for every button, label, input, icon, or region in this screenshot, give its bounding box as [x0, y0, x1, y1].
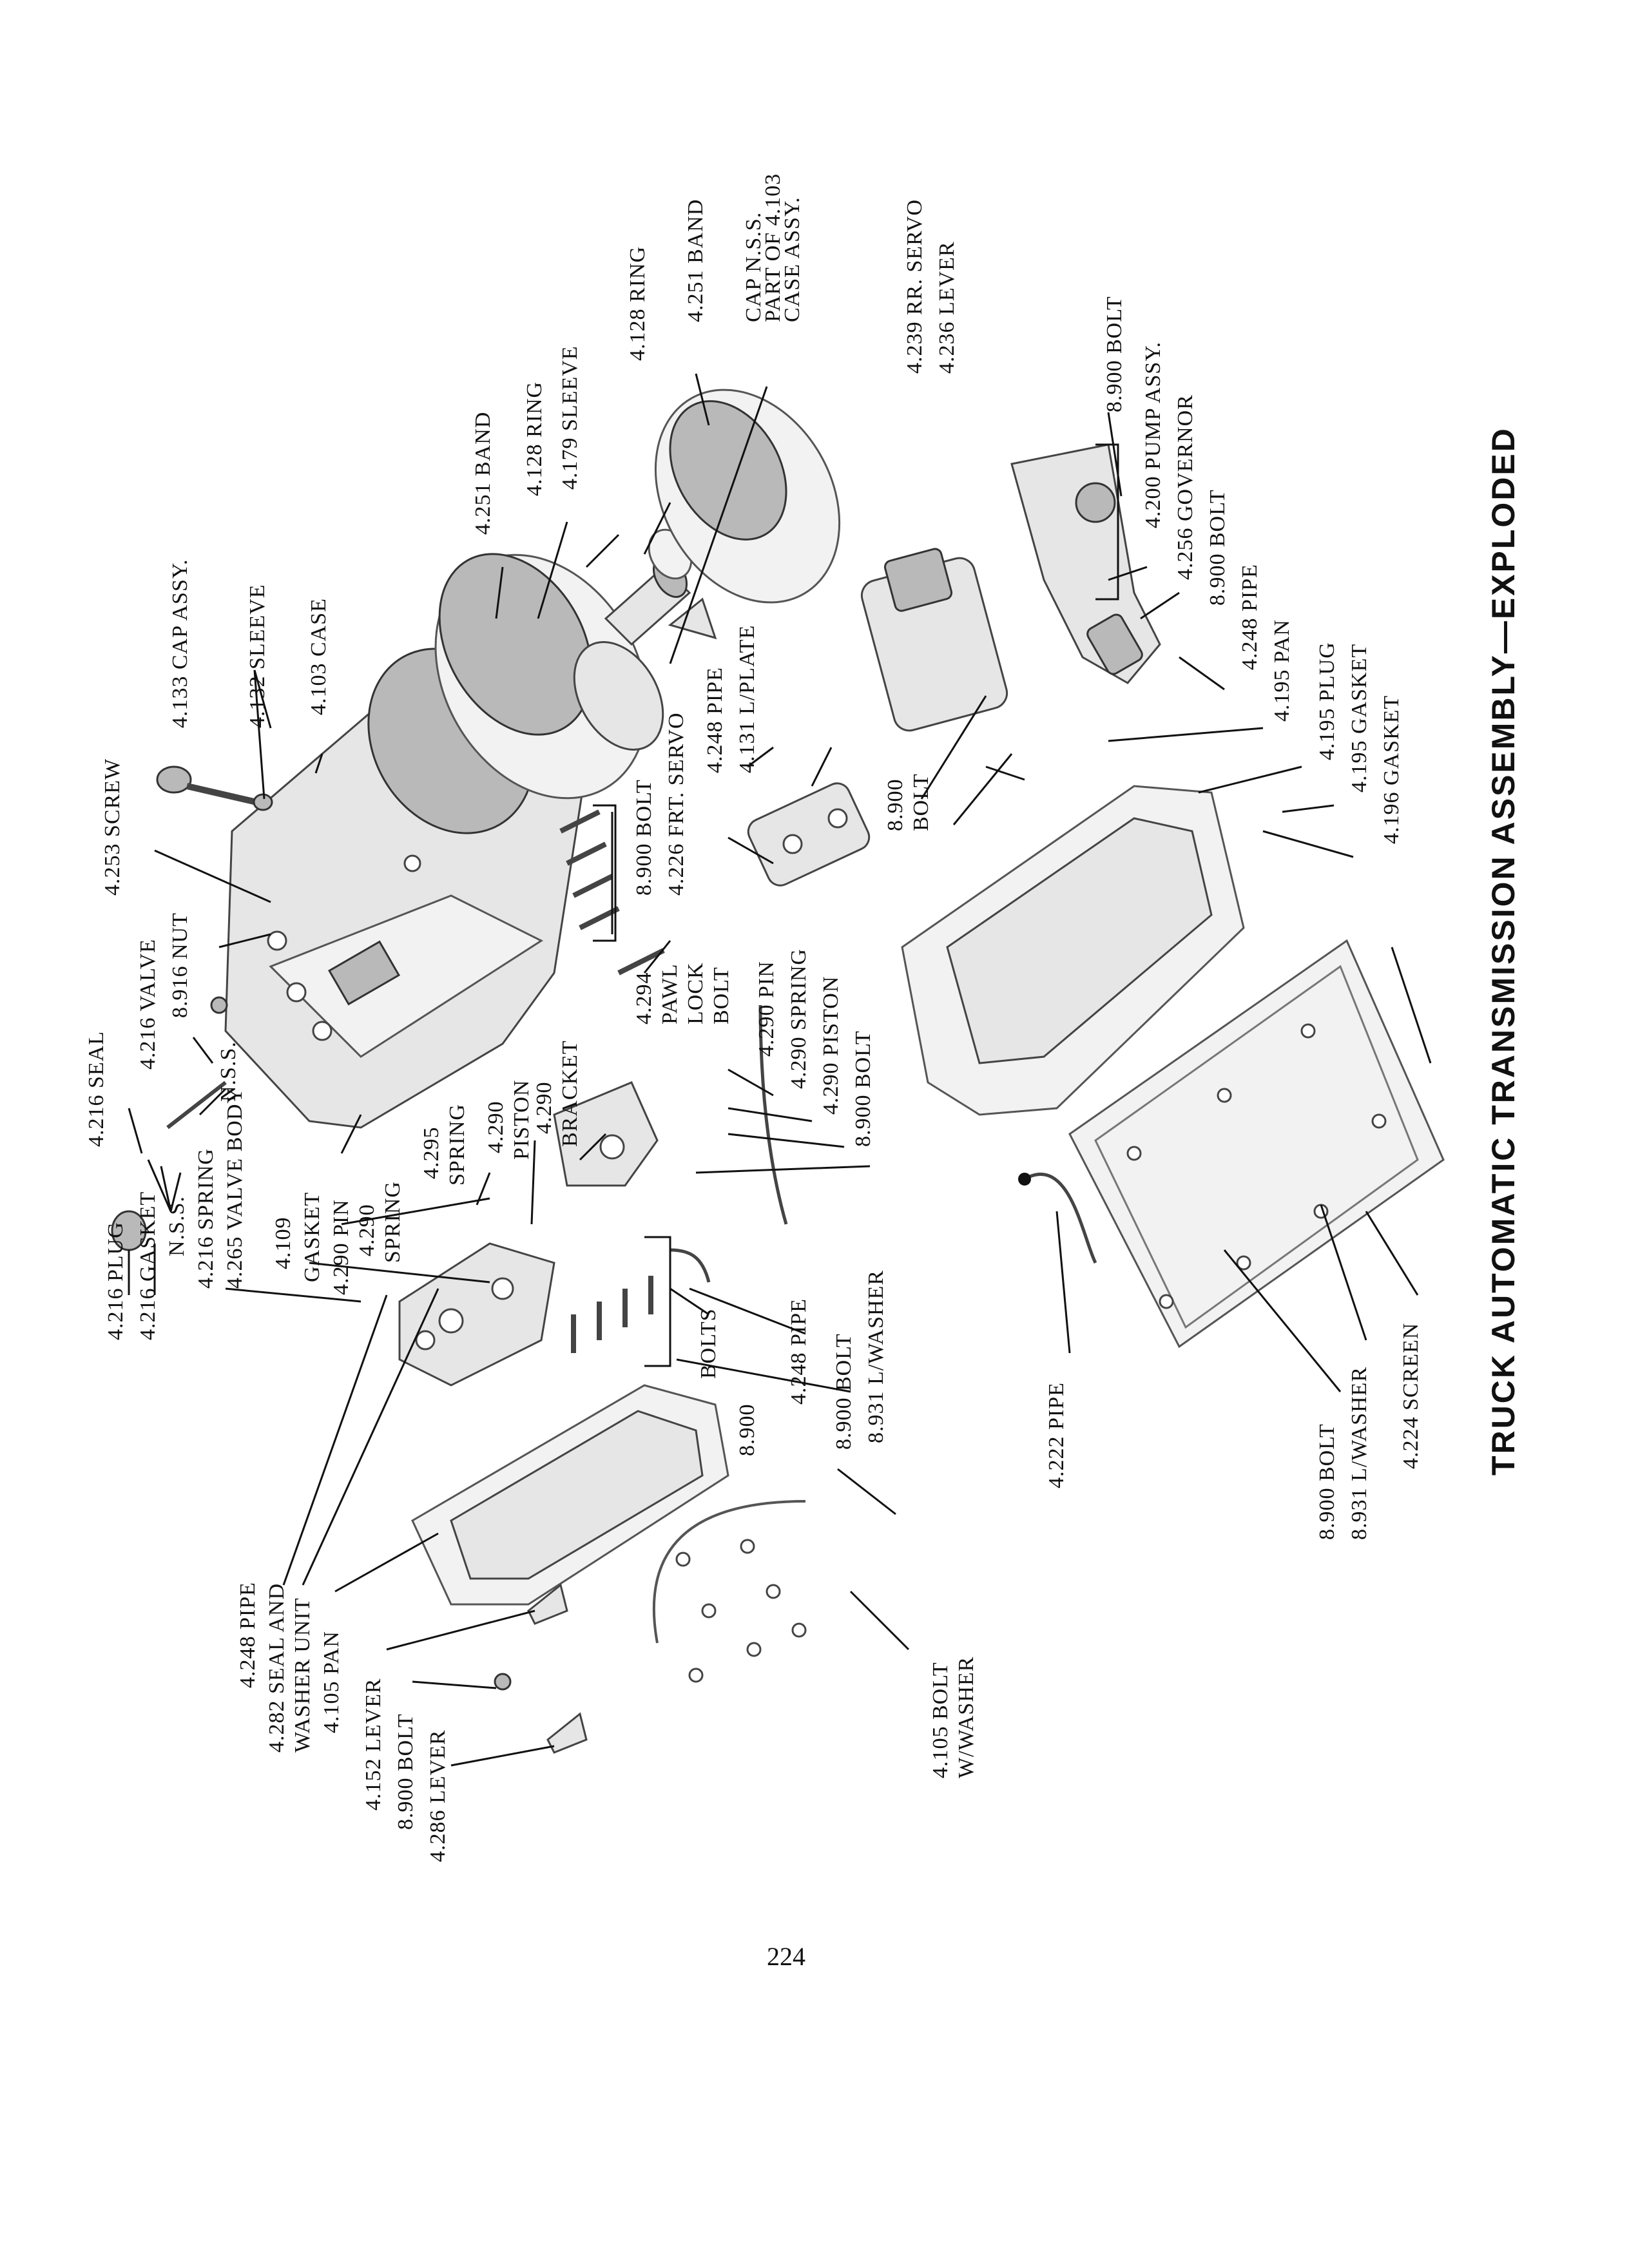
levers: [494, 1583, 588, 1754]
lower-pan: [411, 1384, 729, 1606]
label-4-216-plug: 4.216 PLUG: [104, 1222, 128, 1340]
transmission-case: [224, 648, 601, 1129]
label-4-132-sleeve: 4.132 SLEEVE: [246, 584, 269, 728]
label-gasket: GASKET: [300, 1192, 324, 1282]
label-4-133-cap-assy: 4.133 CAP ASSY.: [168, 559, 192, 728]
illustrations: [111, 389, 1445, 1754]
diagram-title: TRUCK AUTOMATIC TRANSMISSION ASSEMBLY—EX…: [1485, 427, 1521, 1475]
label-4-195-gasket: 4.195 GASKET: [1347, 644, 1371, 793]
label-piston: PISTON: [510, 1080, 534, 1160]
label-4-216-spring: 4.216 SPRING: [194, 1148, 218, 1289]
label-4-105-bolt: 4.105 BOLT: [929, 1662, 952, 1778]
label-4-128-ring-2: 4.128 RING: [626, 246, 650, 361]
label-4-295: 4.295: [419, 1127, 443, 1180]
label-4-290-spring: 4.290 SPRING: [787, 948, 811, 1089]
valve-plug: [111, 996, 228, 1251]
label-4-290-pin-2: 4.290 PIN: [755, 961, 778, 1057]
label-w-washer: W/WASHER: [954, 1657, 978, 1778]
label-4-290-b: 4.290: [484, 1101, 508, 1154]
page-number: 224: [767, 1942, 805, 1971]
label-8-900-a: 8.900: [883, 779, 907, 832]
label-lock: LOCK: [684, 962, 708, 1024]
label-bolt-2: BOLT: [909, 773, 933, 831]
label-4-290-c: 4.290: [532, 1082, 556, 1135]
label-4-109: 4.109: [271, 1217, 295, 1270]
front-drum: [434, 553, 664, 800]
leader-lines: [128, 373, 1432, 1767]
label-4-222-pipe: 4.222 PIPE: [1045, 1382, 1068, 1488]
label-4-248-pipe-2: 4.248 PIPE: [1238, 564, 1262, 670]
label-4-251-band: 4.251 BAND: [471, 412, 495, 535]
label-4-128-ring: 4.128 RING: [523, 381, 546, 496]
label-8-900-bolt-6: 8.900 BOLT: [1315, 1423, 1339, 1540]
label-8-900-bolt-1: 8.900 BOLT: [632, 779, 656, 896]
pipes: [670, 1004, 1097, 1283]
label-4-195-pan: 4.195 PAN: [1270, 619, 1294, 722]
label-8-916-nut: 8.916 NUT: [168, 912, 192, 1018]
label-8-900-bolts: 8.900: [735, 1404, 759, 1457]
label-4-196-gasket: 4.196 GASKET: [1380, 695, 1403, 844]
label-4-248-pipe-4: 4.248 PIPE: [236, 1582, 260, 1688]
label-8-900-bolt-4: 8.900 BOLT: [1206, 489, 1229, 606]
label-part-of-4-103: PART OF 4.103: [761, 173, 785, 322]
label-4-248-pipe-3: 4.248 PIPE: [787, 1298, 811, 1405]
label-4-248-pipe-1: 4.248 PIPE: [703, 667, 727, 773]
label-4-105-pan: 4.105 PAN: [320, 1631, 343, 1733]
label-spring-2: SPRING: [445, 1104, 469, 1186]
label-4-286-lever: 4.286 LEVER: [426, 1729, 450, 1862]
pump-governor: [1010, 443, 1161, 684]
label-pawl: PAWL: [658, 964, 682, 1024]
label-4-251-band-2: 4.251 BAND: [684, 199, 708, 322]
bolts-cluster: [559, 809, 665, 1353]
label-4-131-lplate: 4.131 L/PLATE: [735, 625, 759, 773]
label-case-assy: CASE ASSY.: [780, 197, 804, 322]
front-servo: [747, 782, 871, 887]
valve-body: [398, 1242, 555, 1387]
label-washer-unit: WASHER UNIT: [291, 1598, 314, 1753]
label-4-226-frt-servo: 4.226 FRT. SERVO: [664, 712, 688, 896]
label-4-282-seal-and: 4.282 SEAL AND: [265, 1583, 289, 1753]
label-4-103-case: 4.103 CASE: [307, 598, 331, 715]
label-nss-1: N.S.S.: [165, 1196, 189, 1256]
label-bolts: BOLTS: [697, 1308, 720, 1379]
sleeve-ring: [604, 528, 693, 646]
label-4-290-piston: 4.290 PISTON: [819, 976, 843, 1115]
label-4-216-valve: 4.216 VALVE: [136, 939, 160, 1070]
label-4-179-sleeve: 4.179 SLEEVE: [558, 345, 582, 490]
label-4-236-lever: 4.236 LEVER: [935, 241, 959, 374]
label-4-239-rr-servo: 4.239 RR. SERVO: [903, 199, 927, 374]
label-8-900-bolt-5: 8.900 BOLT: [832, 1333, 856, 1450]
label-4-200-pump-assy: 4.200 PUMP ASSY.: [1141, 341, 1165, 528]
bolt-strip: [652, 1500, 807, 1683]
label-4-216-seal: 4.216 SEAL: [84, 1031, 108, 1147]
oil-pan: [901, 785, 1245, 1116]
label-8-900-bolt-2: 8.900 BOLT: [851, 1030, 875, 1147]
label-bracket: BRACKET: [558, 1040, 582, 1147]
label-4-290-a: 4.290: [355, 1204, 379, 1257]
label-8-900-bolt-3: 8.900 BOLT: [1103, 296, 1126, 412]
label-4-265-valve-body: 4.265 VALVE BODY: [223, 1087, 247, 1289]
label-8-931-lwasher-2: 8.931 L/WASHER: [1347, 1367, 1371, 1540]
cap-assembly: [156, 765, 273, 811]
label-nss-2: N.S.S.: [217, 1041, 240, 1102]
labels: 4.216 PLUG 4.216 GASKET N.S.S. 4.216 SPR…: [84, 173, 1423, 1862]
label-4-294: 4.294: [632, 972, 656, 1025]
label-4-256-governor: 4.256 GOVERNOR: [1173, 394, 1197, 580]
label-4-195-plug: 4.195 PLUG: [1315, 642, 1339, 760]
label-bolt: BOLT: [709, 966, 733, 1024]
label-spring-1: SPRING: [381, 1181, 405, 1263]
rear-servo: [860, 548, 1008, 732]
label-4-216-gasket: 4.216 GASKET: [136, 1191, 160, 1340]
label-8-900-bolt-7: 8.900 BOLT: [394, 1713, 418, 1830]
label-8-931-lwasher: 8.931 L/WASHER: [864, 1270, 888, 1443]
label-cap-nss: CAP N.S.S.: [742, 212, 766, 322]
label-4-224-screen: 4.224 SCREEN: [1399, 1323, 1423, 1469]
rear-drum: [654, 389, 841, 640]
label-4-290-pin: 4.290 PIN: [329, 1199, 353, 1295]
label-4-253-screw: 4.253 SCREW: [101, 758, 124, 896]
label-4-152-lever: 4.152 LEVER: [361, 1678, 385, 1811]
